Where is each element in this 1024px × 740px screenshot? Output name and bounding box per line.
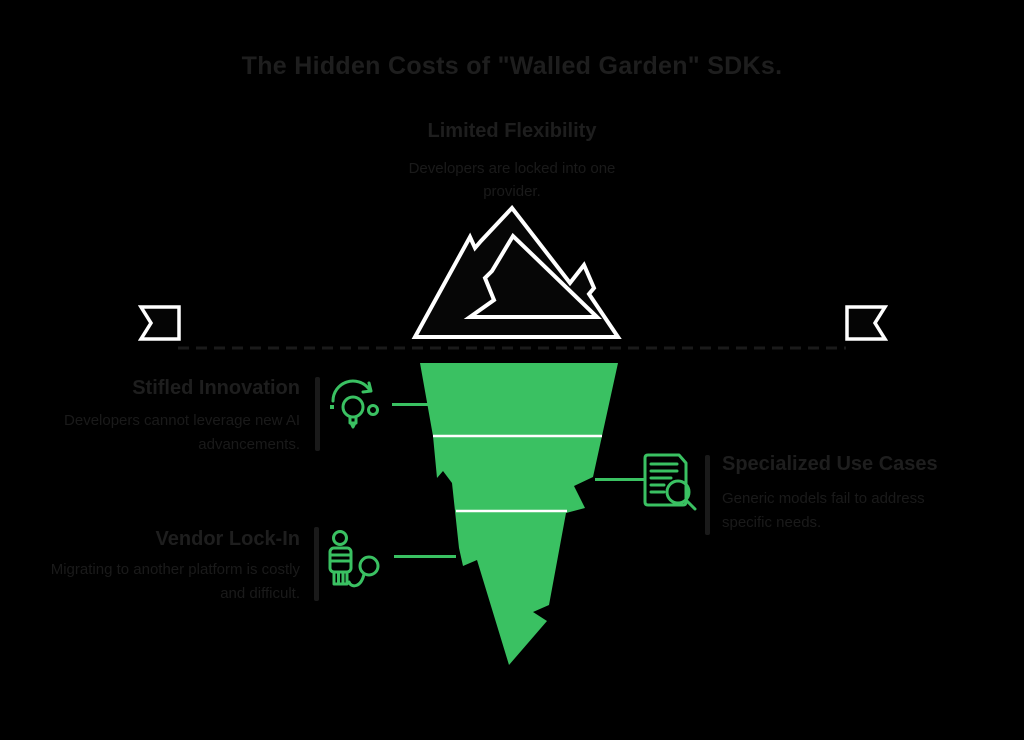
divider-use-cases — [705, 455, 710, 535]
connector-use-cases — [595, 478, 645, 481]
page-title: The Hidden Costs of "Walled Garden" SDKs… — [241, 52, 783, 80]
lightbulb-refresh-icon — [322, 375, 392, 435]
section-desc-stifled-innovation: Developers cannot leverage new AI advanc… — [64, 412, 300, 453]
section-heading-vendor-lock-in: Vendor Lock-In — [155, 528, 300, 550]
section-desc-specialized-use-cases: Generic models fail to address specific … — [722, 490, 925, 531]
document-search-icon — [642, 450, 702, 514]
section-heading-specialized-use-cases: Specialized Use Cases — [722, 453, 938, 475]
waterline-dashed — [178, 345, 846, 351]
mountain-icon — [408, 205, 623, 340]
prisoner-ball-chain-icon — [323, 528, 418, 592]
divider-innovation — [315, 377, 320, 451]
section-heading-stifled-innovation: Stifled Innovation — [132, 377, 300, 399]
section-desc-vendor-lock-in: Migrating to another platform is costly … — [50, 561, 300, 602]
iceberg-submerged — [415, 360, 625, 670]
ribbon-right-icon — [844, 304, 888, 342]
connector-innovation — [392, 403, 430, 406]
section-heading-limited-flexibility: Limited Flexibility — [427, 120, 597, 142]
ribbon-left-icon — [138, 304, 182, 342]
divider-lock-in — [314, 527, 319, 601]
section-desc-limited-flexibility: Developers are locked into one provider. — [408, 160, 616, 200]
connector-lock-in — [394, 555, 456, 558]
